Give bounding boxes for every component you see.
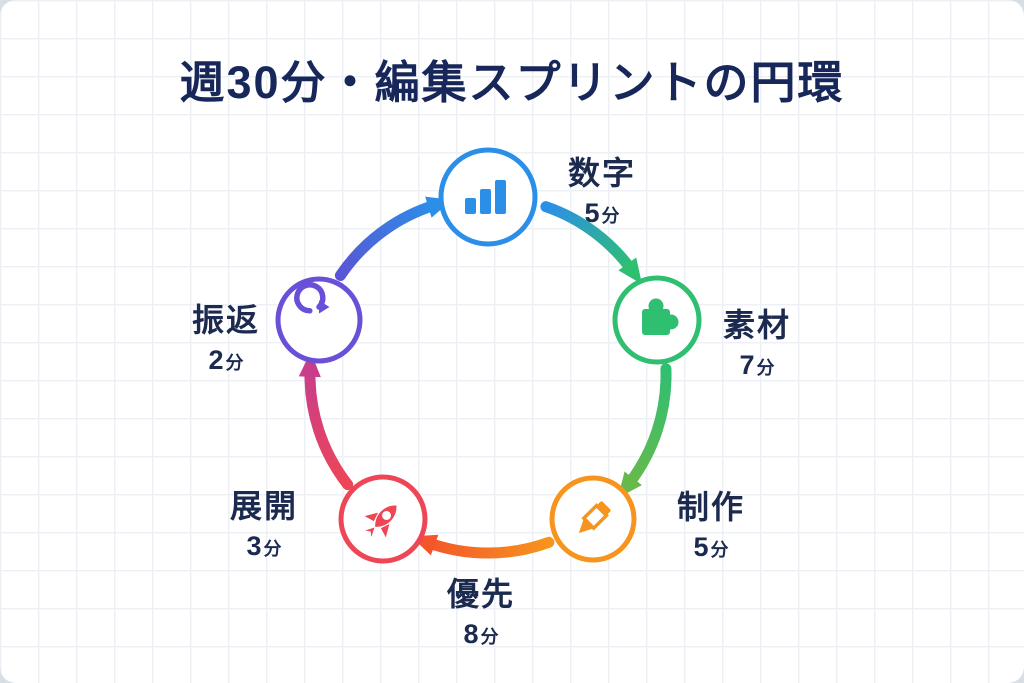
node-production (549, 475, 637, 563)
arrow-review-to-numbers (334, 196, 453, 281)
node-deploy (338, 474, 428, 564)
minutes-unit: 分 (710, 540, 729, 560)
puzzle-icon (642, 298, 679, 335)
step-name: 展開 (229, 488, 298, 524)
step-name: 振返 (191, 302, 260, 338)
pencil-icon (578, 501, 611, 534)
minutes-unit: 分 (263, 539, 282, 559)
minutes-value: 5 (693, 532, 709, 562)
step-name: 制作 (676, 489, 745, 525)
node-materials (612, 275, 702, 365)
arrow-materials-to-production (617, 363, 672, 499)
bar-chart-icon (465, 180, 506, 214)
node-numbers (438, 147, 538, 247)
minutes-value: 3 (246, 531, 262, 561)
minutes-value: 7 (739, 350, 755, 380)
arrow-numbers-to-materials (540, 201, 642, 285)
arrow-production-to-deploy (411, 534, 555, 559)
minutes-unit: 分 (225, 353, 244, 373)
minutes-unit: 分 (480, 627, 499, 647)
minutes-value: 5 (584, 198, 600, 228)
diagram-title: 週30分・編集スプリントの円環 (179, 57, 845, 108)
node-review (275, 276, 363, 364)
arrow-deploy-to-review (298, 351, 354, 491)
step-name: 素材 (722, 307, 791, 343)
step-name: 優先 (446, 576, 515, 612)
minutes-unit: 分 (601, 206, 620, 226)
minutes-value: 2 (208, 345, 224, 375)
step-name: 数字 (567, 155, 636, 191)
minutes-unit: 分 (756, 358, 775, 378)
refresh-icon (294, 282, 330, 314)
minutes-value: 8 (463, 619, 479, 649)
